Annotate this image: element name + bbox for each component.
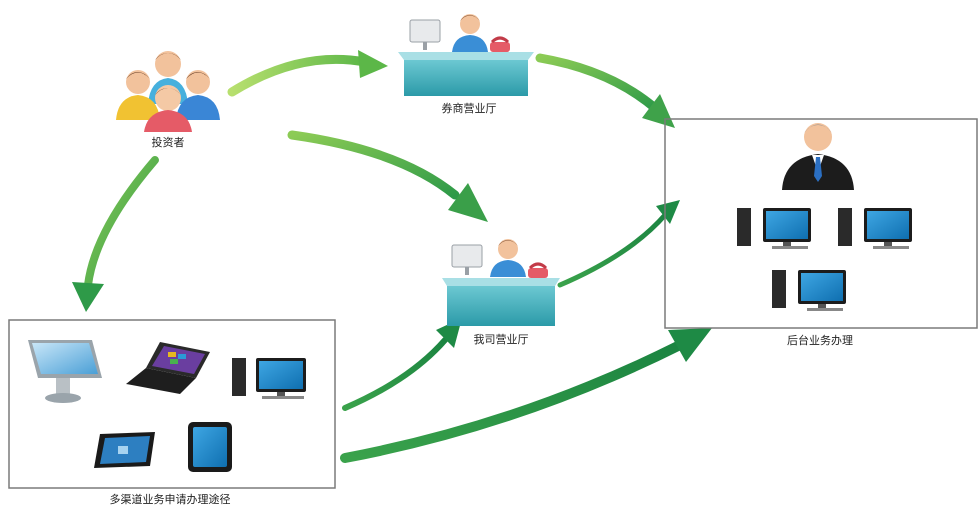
arrow-company-to-backend <box>557 200 680 288</box>
arrow-channels-to-backend <box>340 328 712 463</box>
manager-icon <box>782 123 854 190</box>
arrow-investor-to-company <box>287 130 488 222</box>
broker-hall-label: 券商营业厅 <box>441 102 497 115</box>
desktop-computer-icon <box>838 208 912 249</box>
arrow-investor-to-broker <box>227 50 388 97</box>
arrow-channels-to-company <box>342 318 462 411</box>
desktop-computer-icon <box>232 358 306 399</box>
backend-box <box>664 118 978 329</box>
tablet-portrait-icon <box>188 422 232 472</box>
arrow-broker-to-backend <box>535 53 675 128</box>
laptop-icon <box>126 342 210 394</box>
backend-label: 后台业务办理 <box>787 334 853 347</box>
people-group-icon <box>116 51 220 132</box>
broker-hall-desk-icon <box>398 14 534 96</box>
arrow-investor-to-channels <box>72 156 159 312</box>
channels-label: 多渠道业务申请办理途径 <box>109 493 231 506</box>
kiosk-icon <box>28 340 102 403</box>
desktop-computer-icon <box>737 208 811 249</box>
tablet-icon <box>94 432 155 468</box>
company-hall-label: 我司营业厅 <box>473 333 529 346</box>
company-hall-desk-icon <box>442 239 560 326</box>
desktop-computer-icon <box>772 270 846 311</box>
investor-label: 投资者 <box>151 136 185 149</box>
channels-box <box>8 319 336 489</box>
